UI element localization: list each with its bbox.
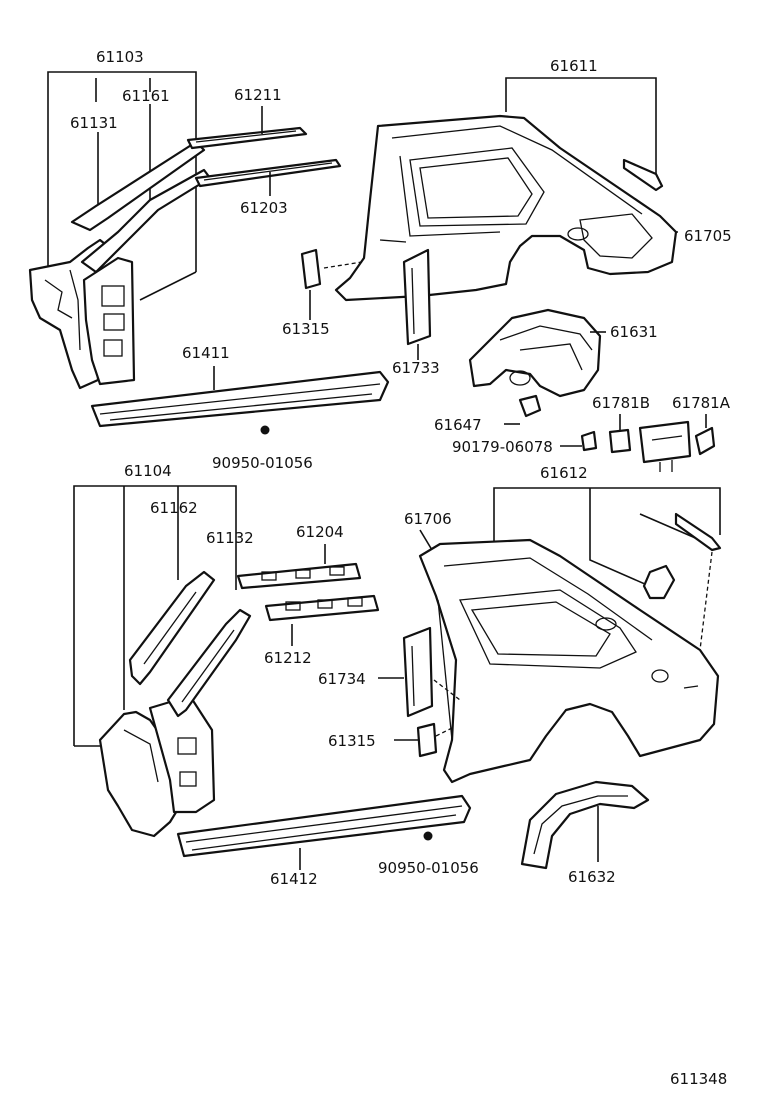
label-61647: 61647	[434, 416, 482, 434]
label-61212: 61212	[264, 649, 312, 667]
label-61781A: 61781A	[672, 394, 731, 412]
label-61705: 61705	[684, 227, 732, 245]
label-61204: 61204	[296, 523, 344, 541]
label-61611: 61611	[550, 57, 598, 75]
front-pillar-assembly-upper	[28, 71, 212, 390]
label-61103: 61103	[96, 48, 144, 66]
label-61734: 61734	[318, 670, 366, 688]
quarter-panel-upper	[323, 77, 678, 302]
lock-pillar-61734	[378, 626, 461, 718]
diagram-code: 611348	[670, 1070, 727, 1088]
rocker-panel-upper	[90, 366, 390, 435]
rocker-panel-lower	[176, 794, 472, 870]
wheel-house-inner-upper	[468, 308, 606, 425]
quarter-panel-lower	[418, 487, 722, 784]
label-61104: 61104	[124, 462, 172, 480]
label-90950-01056-bottom: 90950-01056	[378, 859, 479, 877]
roof-rails-lower	[236, 544, 380, 646]
label-61161: 61161	[122, 87, 170, 105]
label-61733: 61733	[392, 359, 440, 377]
label-61412: 61412	[270, 870, 318, 888]
label-61315-top: 61315	[282, 320, 330, 338]
label-61631: 61631	[610, 323, 658, 341]
wheel-house-liner-lower	[520, 780, 650, 870]
label-90950-01056-top: 90950-01056	[212, 454, 313, 472]
label-61203: 61203	[240, 199, 288, 217]
label-61315-bottom: 61315	[328, 732, 376, 750]
front-pillar-assembly-lower	[73, 485, 252, 838]
label-90179-06078: 90179-06078	[452, 438, 553, 456]
label-61781B: 61781B	[592, 394, 650, 412]
plate-61315-lower	[394, 722, 453, 758]
fuel-door-hardware	[560, 414, 716, 472]
label-61131: 61131	[70, 114, 118, 132]
lock-pillar-61733	[402, 248, 432, 360]
roof-side-rails	[186, 106, 342, 196]
label-61132: 61132	[206, 529, 254, 547]
label-61211: 61211	[234, 86, 282, 104]
label-61411: 61411	[182, 344, 230, 362]
plate-61315-upper	[300, 248, 322, 320]
label-61162: 61162	[150, 499, 198, 517]
label-61612: 61612	[540, 464, 588, 482]
label-61632: 61632	[568, 868, 616, 886]
label-61706: 61706	[404, 510, 452, 528]
